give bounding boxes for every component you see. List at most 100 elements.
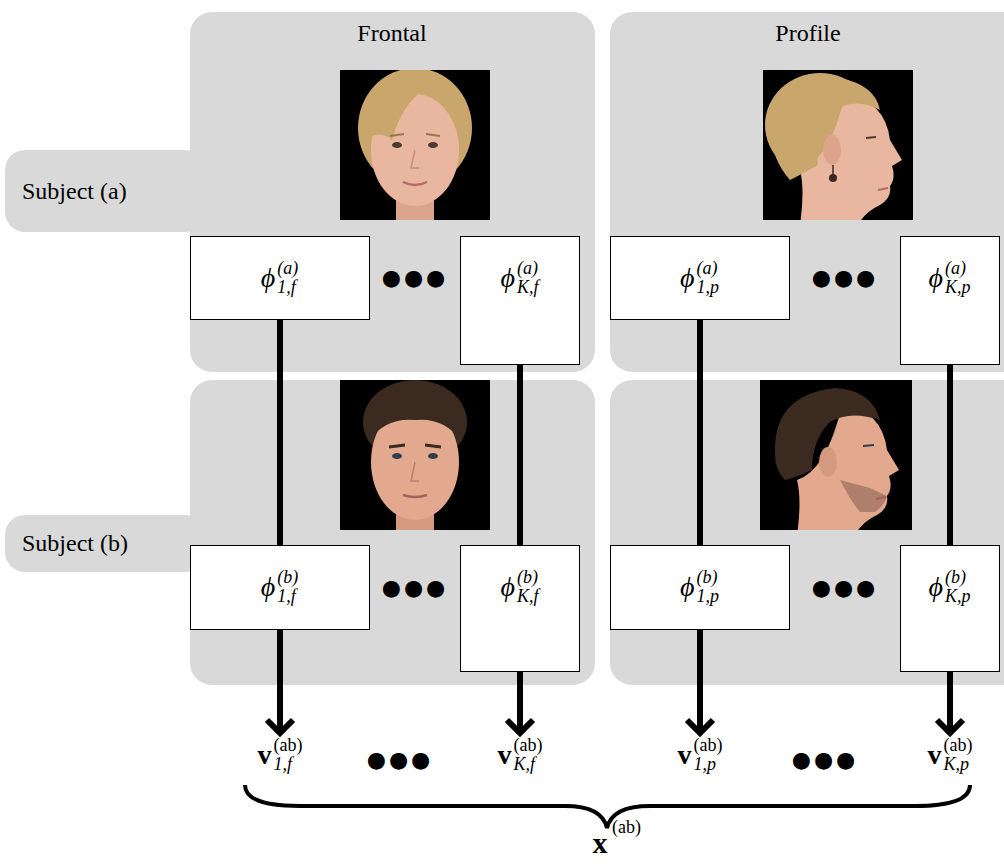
feature-box: ϕ(b)1,f — [190, 545, 370, 630]
grey-panels — [5, 12, 1004, 685]
superscript: (a) — [945, 259, 971, 278]
math-expression: ϕ(b)K,f — [500, 568, 538, 606]
connector-line — [947, 672, 953, 730]
function-symbol: ϕ — [500, 573, 515, 601]
connector-line — [517, 672, 523, 730]
math-expression: ϕ(a)1,f — [261, 259, 299, 297]
script-stack: (a)1,f — [277, 259, 298, 297]
ellipsis-dots: ●●● — [792, 749, 859, 771]
column-heading: Frontal — [357, 21, 426, 45]
math-expression: ϕ(b)1,p — [680, 568, 719, 606]
feature-box: ϕ(b)1,p — [610, 545, 790, 630]
feature-box: ϕ(a)K,f — [460, 236, 580, 365]
function-symbol: ϕ — [680, 573, 695, 601]
vector-symbol: v — [678, 741, 692, 769]
superscript: (a) — [697, 259, 720, 278]
math-expression: v(ab)K,p — [928, 736, 973, 774]
math-expression: v(ab)K,f — [498, 736, 543, 774]
frontal-panel — [190, 12, 595, 372]
ellipsis-dots: ●●● — [812, 577, 879, 599]
connector-line — [517, 365, 523, 545]
face-photo — [760, 380, 912, 530]
vector-symbol: v — [498, 741, 512, 769]
row-label: Subject (a) — [22, 179, 127, 203]
subject-band — [5, 150, 205, 232]
superscript: (a) — [277, 259, 298, 278]
superscript: (ab) — [944, 736, 973, 755]
face-photo — [763, 70, 913, 220]
arrow-head — [507, 720, 533, 733]
function-symbol: ϕ — [928, 573, 943, 601]
subscript: 1,f — [274, 755, 303, 774]
connector — [687, 630, 713, 733]
ellipsis-dots: ●●● — [382, 577, 449, 599]
column-heading: Profile — [775, 21, 840, 45]
subscript: 1,p — [697, 278, 720, 297]
row-label: Subject (b) — [22, 531, 128, 555]
subscript: K,f — [517, 278, 539, 297]
connector — [520, 365, 521, 545]
math-expression: ϕ(b)1,f — [261, 568, 299, 606]
subject-band — [5, 515, 205, 572]
vector-symbol: v — [258, 741, 272, 769]
math-expression: v(ab)1,f — [258, 736, 303, 774]
script-stack: (ab)K,p — [944, 736, 973, 774]
ellipsis-dots: ●●● — [812, 267, 879, 289]
ellipsis-dots: ●●● — [367, 749, 434, 771]
script-stack: (b)K,p — [945, 568, 971, 606]
script-stack: (ab)K,f — [514, 736, 543, 774]
math-expression: ϕ(a)K,p — [928, 259, 970, 297]
function-symbol: ϕ — [261, 573, 276, 601]
arrow-head — [937, 720, 963, 733]
feature-vector: v(ab)1,f — [258, 736, 303, 774]
connector-line — [947, 365, 953, 545]
feature-box: ϕ(a)1,f — [190, 236, 370, 320]
ellipsis-dots: ●●● — [382, 267, 449, 289]
connector-line — [277, 320, 283, 545]
subscript: 1,f — [277, 278, 298, 297]
superscript: (ab) — [612, 818, 641, 836]
face-photo — [340, 70, 490, 220]
superscript: (b) — [277, 568, 298, 587]
script-stack: (ab)1,p — [694, 736, 723, 774]
math-expression: v(ab)1,p — [678, 736, 723, 774]
face-photo — [340, 380, 490, 530]
feature-box: ϕ(b)K,p — [900, 545, 1000, 672]
subscript: K,p — [945, 278, 971, 297]
connector — [700, 320, 701, 545]
subscript: 1,p — [697, 587, 720, 606]
subscript: K,p — [945, 587, 971, 606]
superscript: (b) — [517, 568, 539, 587]
feature-vector: v(ab)K,f — [498, 736, 543, 774]
curly-brace — [245, 785, 970, 828]
profile-panel — [610, 380, 1004, 685]
subscript: K,f — [517, 587, 539, 606]
math-expression: ϕ(b)K,p — [928, 568, 970, 606]
connector-line — [697, 630, 703, 730]
script-stack: (a)K,f — [517, 259, 539, 297]
arrow-head — [687, 720, 713, 733]
script-stack: (a)1,p — [697, 259, 720, 297]
connector — [280, 320, 281, 545]
connector — [937, 672, 963, 733]
connector — [267, 630, 293, 733]
subscript: 1,f — [277, 587, 298, 606]
vector-symbol: x — [593, 828, 608, 858]
superscript: (b) — [697, 568, 720, 587]
connector-line — [697, 320, 703, 545]
frontal-panel — [190, 380, 595, 685]
function-symbol: ϕ — [261, 264, 276, 292]
subscript: K,p — [944, 755, 973, 774]
script-stack: (b)K,f — [517, 568, 539, 606]
connector-line — [277, 630, 283, 730]
feature-vector: v(ab)1,p — [678, 736, 723, 774]
function-symbol: ϕ — [680, 264, 695, 292]
superscript: (a) — [517, 259, 539, 278]
feature-box: ϕ(a)1,p — [610, 236, 790, 320]
superscript: (b) — [945, 568, 971, 587]
script-stack: (ab)1,f — [274, 736, 303, 774]
superscript: (ab) — [514, 736, 543, 755]
connector — [950, 365, 951, 545]
